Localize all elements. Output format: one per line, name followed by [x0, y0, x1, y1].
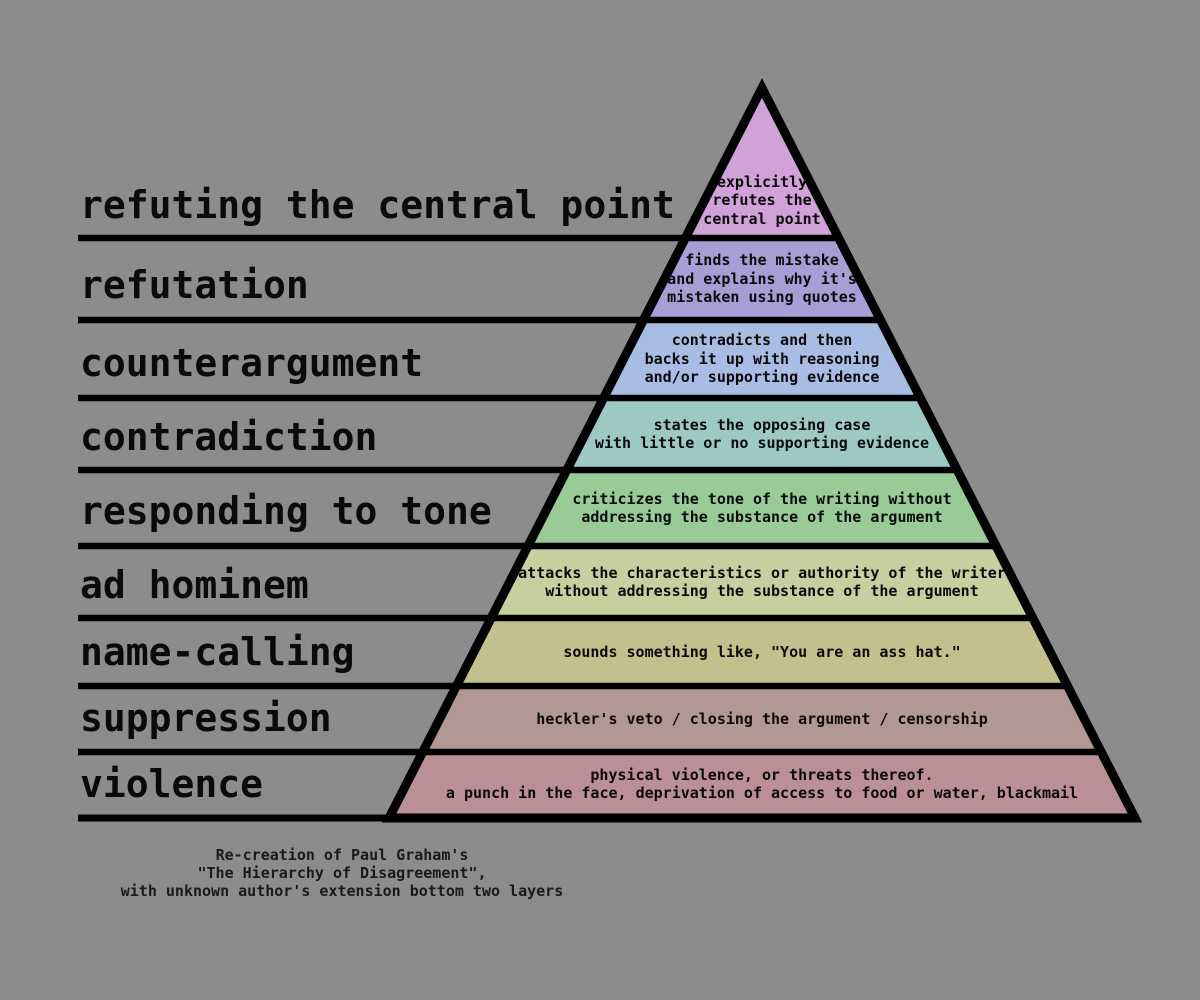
- tier-label-refutation: refutation: [80, 263, 309, 307]
- pyramid-layer-shape-responding-to-tone: [528, 470, 996, 546]
- pyramid-layer-shape-violence: [389, 752, 1135, 818]
- tier-desc-suppression: heckler's veto / closing the argument / …: [536, 709, 988, 728]
- tier-label-counterargument: counterargument: [80, 341, 424, 385]
- pyramid-layer-shape-counterargument: [604, 320, 920, 398]
- tier-label-contradiction: contradiction: [80, 415, 378, 459]
- tier-label-violence: violence: [80, 762, 264, 806]
- tier-label-refuting-the-central-point: refuting the central point: [80, 183, 675, 227]
- pyramid-layer-shape-suppression: [423, 686, 1101, 752]
- pyramid-layer-shape-refuting: [685, 88, 839, 238]
- tier-desc-ad-hominem: attacks the characteristics or authority…: [518, 563, 1006, 601]
- tier-desc-name-calling: sounds something like, "You are an ass h…: [563, 642, 961, 661]
- pyramid-layer-shape-contradiction: [567, 398, 957, 470]
- pyramid-layer-shape-ad-hominem: [491, 546, 1033, 618]
- pyramid-layer-shape-name-calling: [456, 618, 1068, 686]
- attribution-caption: Re-creation of Paul Graham's "The Hierar…: [120, 846, 564, 900]
- tier-desc-refuting-the-central-point: explicitly refutes the central point: [703, 172, 821, 228]
- tier-desc-counterargument: contradicts and then backs it up with re…: [644, 331, 880, 387]
- tier-label-responding-to-tone: responding to tone: [80, 489, 492, 533]
- tier-desc-responding-to-tone: criticizes the tone of the writing witho…: [572, 489, 952, 527]
- tier-label-suppression: suppression: [80, 696, 332, 740]
- tier-label-ad-hominem: ad hominem: [80, 563, 309, 607]
- pyramid-layer-shape-refutation: [644, 238, 881, 320]
- tier-desc-violence: physical violence, or threats thereof. a…: [445, 765, 1079, 803]
- pyramid-outline: [381, 78, 1143, 823]
- tier-desc-contradiction: states the opposing case with little or …: [594, 415, 930, 453]
- tier-desc-refutation: finds the mistake and explains why it's …: [667, 251, 857, 307]
- tier-label-name-calling: name-calling: [80, 630, 355, 674]
